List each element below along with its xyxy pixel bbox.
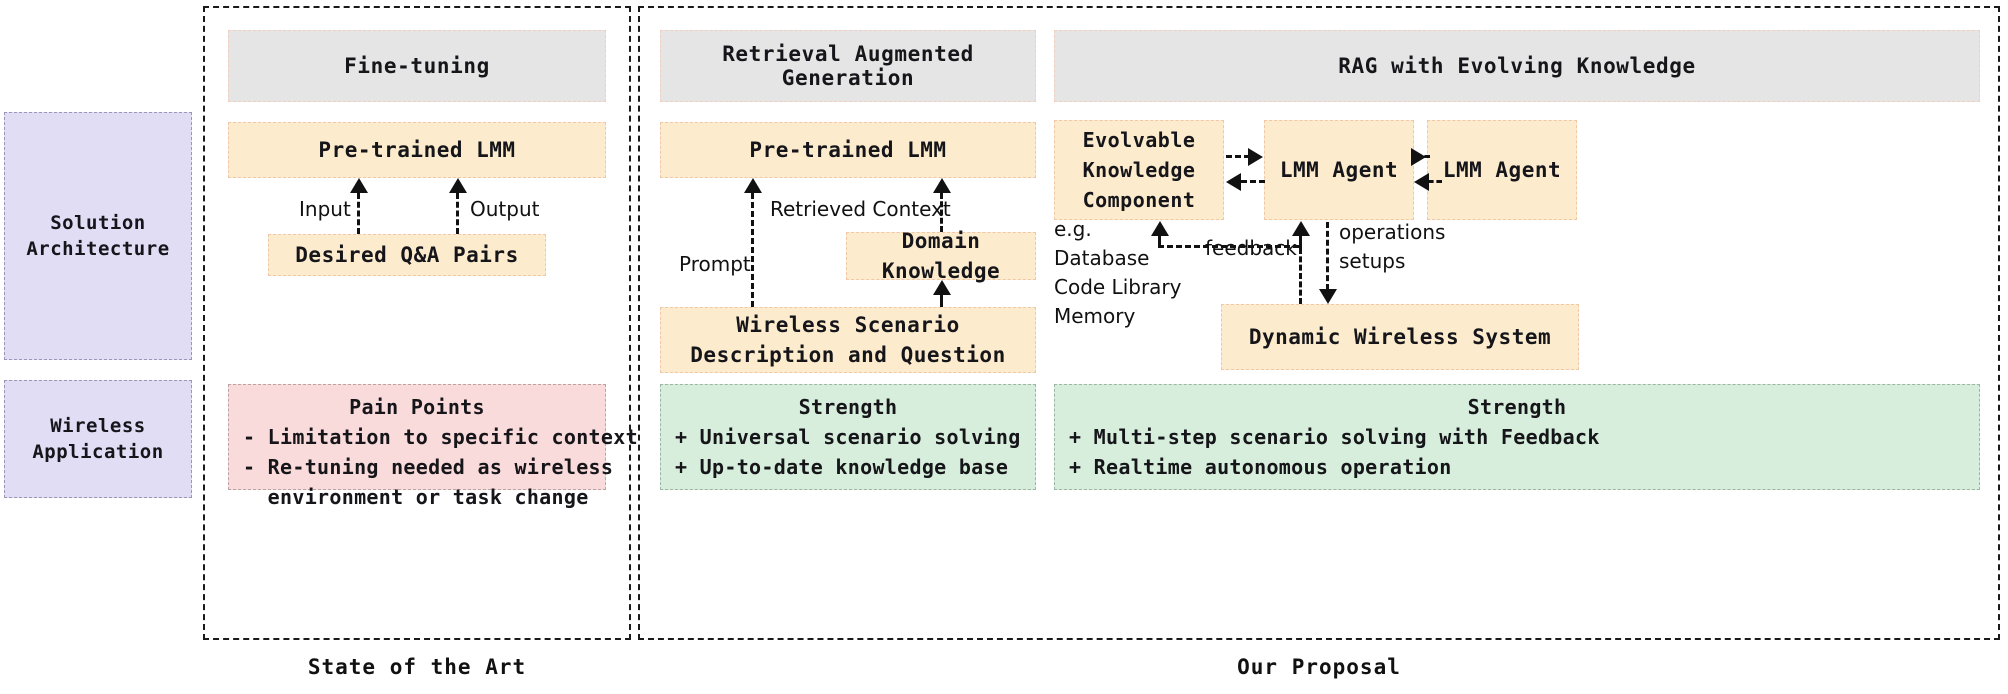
strength-evolving-line: + Realtime autonomous operation (1069, 455, 1452, 479)
caption-state-of-the-art: State of the Art (307, 655, 527, 679)
box-lmm-agent-2: LMM Agent (1427, 120, 1577, 220)
edge-label-output: Output (470, 197, 540, 221)
pain-points-title: Pain Points (349, 395, 485, 419)
connector-agent1-to-agent2-arrowhead (1411, 148, 1426, 166)
connector-retrieved-context-line (940, 193, 943, 232)
connector-ekc-to-agent1-line (1226, 155, 1250, 158)
box-wireless-scenario-description: Wireless Scenario Description and Questi… (660, 307, 1036, 373)
row-label-solution-architecture: Solution Architecture (4, 112, 192, 360)
connector-agent1-to-ekc-arrowhead (1226, 173, 1241, 191)
header-rag-with-evolving-knowledge: RAG with Evolving Knowledge (1054, 30, 1980, 102)
connector-output-line (456, 193, 459, 234)
box-domain-knowledge: Domain Knowledge (846, 229, 1036, 283)
connector-feedback-arrowhead (1151, 221, 1169, 236)
strength-rag-line: + Universal scenario solving (675, 425, 1021, 449)
connector-feedback-line-from-agent (1299, 236, 1302, 248)
strength-rag-line: + Up-to-date knowledge base (675, 455, 1009, 479)
pain-points-line: - Limitation to specific context (243, 425, 638, 449)
edge-label-prompt: Prompt (679, 252, 751, 276)
group-frame-state-of-the-art (203, 6, 631, 640)
strength-evolving-line: + Multi-step scenario solving with Feedb… (1069, 425, 1600, 449)
connector-feedback-line-vertical-up (1158, 236, 1161, 248)
header-fine-tuning: Fine-tuning (228, 30, 606, 102)
box-dynamic-wireless-system: Dynamic Wireless System (1221, 304, 1579, 370)
connector-agent2-to-agent1-arrowhead (1414, 173, 1429, 191)
connector-scenario-to-domain-arrowhead (933, 280, 951, 295)
box-desired-qa-pairs: Desired Q&A Pairs (268, 234, 546, 276)
connector-system-feedback-line (1299, 248, 1302, 304)
connector-feedback-into-agent-arrowhead (1292, 221, 1310, 236)
connector-retrieved-context-arrowhead (933, 178, 951, 193)
summary-pain-points: Pain Points - Limitation to specific con… (228, 384, 638, 509)
connector-scenario-to-domain-line (940, 295, 943, 307)
edge-label-feedback: feedback (1205, 236, 1297, 260)
connector-input-line (357, 193, 360, 234)
connector-input-arrowhead (350, 178, 368, 193)
summary-strength-rag: Strength + Universal scenario solving + … (660, 384, 1036, 490)
header-retrieval-augmented-generation: Retrieval Augmented Generation (660, 30, 1036, 102)
strength-rag-title: Strength (798, 395, 898, 419)
box-evolvable-knowledge-component: Evolvable Knowledge Component (1054, 120, 1224, 220)
edge-label-input: Input (299, 197, 351, 221)
edge-label-retrieved-context: Retrieved Context (770, 197, 951, 221)
caption-our-proposal: Our Proposal (1237, 655, 1401, 679)
box-pre-trained-lmm-finetuning: Pre-trained LMM (228, 122, 606, 178)
edge-label-eg-list: e.g. Database Code Library Memory (1054, 217, 1182, 328)
row-label-wireless-application: Wireless Application (4, 380, 192, 498)
connector-prompt-arrowhead (744, 178, 762, 193)
pain-points-line: - Re-tuning needed as wireless (243, 455, 614, 479)
connector-operations-line (1326, 222, 1329, 290)
connector-operations-arrowhead (1319, 289, 1337, 304)
connector-agent1-to-ekc-line (1241, 180, 1265, 183)
connector-prompt-line (751, 193, 754, 307)
box-lmm-agent-1: LMM Agent (1264, 120, 1414, 220)
connector-output-arrowhead (449, 178, 467, 193)
connector-ekc-to-agent1-arrowhead (1248, 148, 1263, 166)
pain-points-line: environment or task change (243, 485, 589, 509)
connector-feedback-line-horizontal (1158, 245, 1299, 248)
group-frame-our-proposal (638, 6, 2000, 640)
box-pre-trained-lmm-rag: Pre-trained LMM (660, 122, 1036, 178)
summary-strength-evolving: Strength + Multi-step scenario solving w… (1054, 384, 1980, 490)
strength-evolving-title: Strength (1467, 395, 1567, 419)
edge-label-operations-setups: operations setups (1339, 220, 1446, 273)
connector-agent2-to-agent1-line (1428, 180, 1442, 183)
